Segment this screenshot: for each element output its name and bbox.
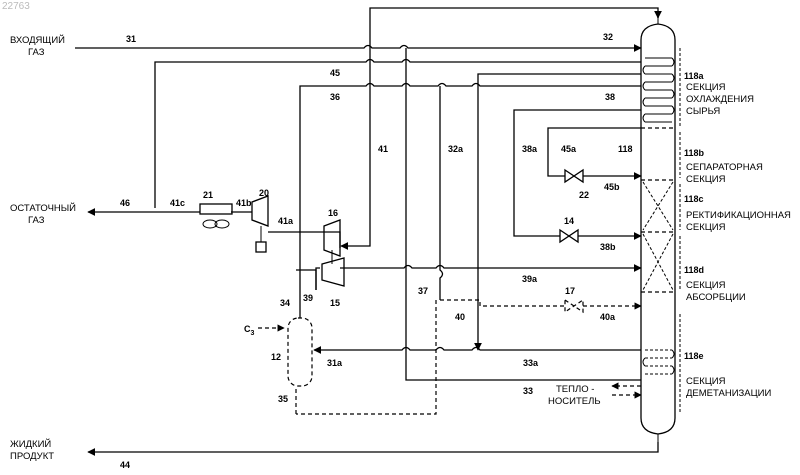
label-40a: 40a: [600, 312, 616, 322]
section-118d-line1: СЕКЦИЯ: [686, 280, 726, 291]
label-15: 15: [330, 298, 340, 308]
inlet-gas-label-1: ВХОДЯЩИЙ: [10, 34, 65, 46]
liquid-product-label-2: ПРОДУКТ: [10, 451, 54, 462]
label-41c: 41c: [170, 198, 185, 208]
label-22: 22: [579, 190, 589, 200]
label-35: 35: [278, 394, 288, 404]
section-118d-line2: АБСОРБЦИИ: [686, 292, 746, 303]
label-39a: 39a: [522, 274, 538, 284]
label-21: 21: [203, 190, 213, 200]
label-118: 118: [618, 144, 633, 154]
label-39: 39: [303, 293, 313, 303]
label-12: 12: [271, 352, 281, 362]
section-118e-number: 118e: [684, 351, 704, 361]
heat-medium-label-1: ТЕПЛО -: [556, 384, 594, 395]
label-33: 33: [523, 386, 533, 396]
section-118c-line2: СЕКЦИЯ: [686, 222, 726, 233]
label-31a: 31a: [327, 358, 343, 368]
label-31: 31: [126, 34, 136, 44]
column-118: [641, 18, 675, 442]
separator-12: [288, 318, 312, 386]
section-118a-number: 118a: [684, 71, 705, 81]
c3-label: C3: [244, 324, 255, 337]
label-17: 17: [565, 286, 575, 296]
label-33a: 33a: [523, 358, 539, 368]
cooler-21: [200, 204, 232, 228]
section-118c-number: 118c: [684, 194, 704, 204]
heat-medium-label-2: НОСИТЕЛЬ: [548, 396, 601, 407]
valve-22: [565, 170, 583, 182]
label-38a: 38a: [522, 144, 538, 154]
label-46: 46: [120, 198, 130, 208]
residue-gas-label-1: ОСТАТОЧНЫЙ: [10, 202, 76, 214]
label-14: 14: [564, 216, 574, 226]
label-41: 41: [378, 144, 388, 154]
label-40: 40: [455, 312, 465, 322]
label-45: 45: [330, 68, 340, 78]
section-118e-line1: СЕКЦИЯ: [686, 376, 726, 387]
label-38b: 38b: [600, 242, 616, 252]
section-118a-line1: СЕКЦИЯ: [686, 82, 726, 93]
compressor-20: [252, 196, 268, 252]
inlet-gas-label-2: ГАЗ: [28, 47, 45, 58]
label-34: 34: [280, 298, 290, 308]
label-36: 36: [330, 92, 340, 102]
label-41b: 41b: [236, 198, 252, 208]
section-118d-number: 118d: [684, 265, 704, 275]
label-44: 44: [120, 460, 130, 470]
section-118b-number: 118b: [684, 148, 705, 158]
valve-17: [565, 300, 583, 312]
section-118b-line2: СЕКЦИЯ: [686, 174, 726, 185]
label-32: 32: [603, 32, 613, 42]
label-32a: 32a: [448, 144, 464, 154]
expander-compressor: [322, 220, 344, 286]
section-118c-line1: РЕКТИФИКАЦИОННАЯ: [686, 210, 791, 221]
label-45b: 45b: [604, 182, 620, 192]
label-45a: 45a: [561, 144, 577, 154]
label-16: 16: [328, 208, 338, 218]
label-38: 38: [605, 92, 615, 102]
section-118e-line2: ДЕМЕТАНИЗАЦИИ: [686, 388, 771, 399]
section-118a-line3: СЫРЬЯ: [686, 106, 720, 117]
liquid-product-label-1: ЖИДКИЙ: [10, 438, 51, 450]
label-41a: 41a: [278, 216, 294, 226]
valve-14: [560, 230, 578, 242]
residue-gas-label-2: ГАЗ: [28, 215, 45, 226]
section-118a-line2: ОХЛАЖДЕНИЯ: [686, 94, 754, 105]
section-118b-line1: СЕПАРАТОРНАЯ: [686, 162, 763, 173]
label-20: 20: [259, 188, 269, 198]
watermark: 22763: [2, 1, 30, 12]
label-37: 37: [418, 286, 428, 296]
